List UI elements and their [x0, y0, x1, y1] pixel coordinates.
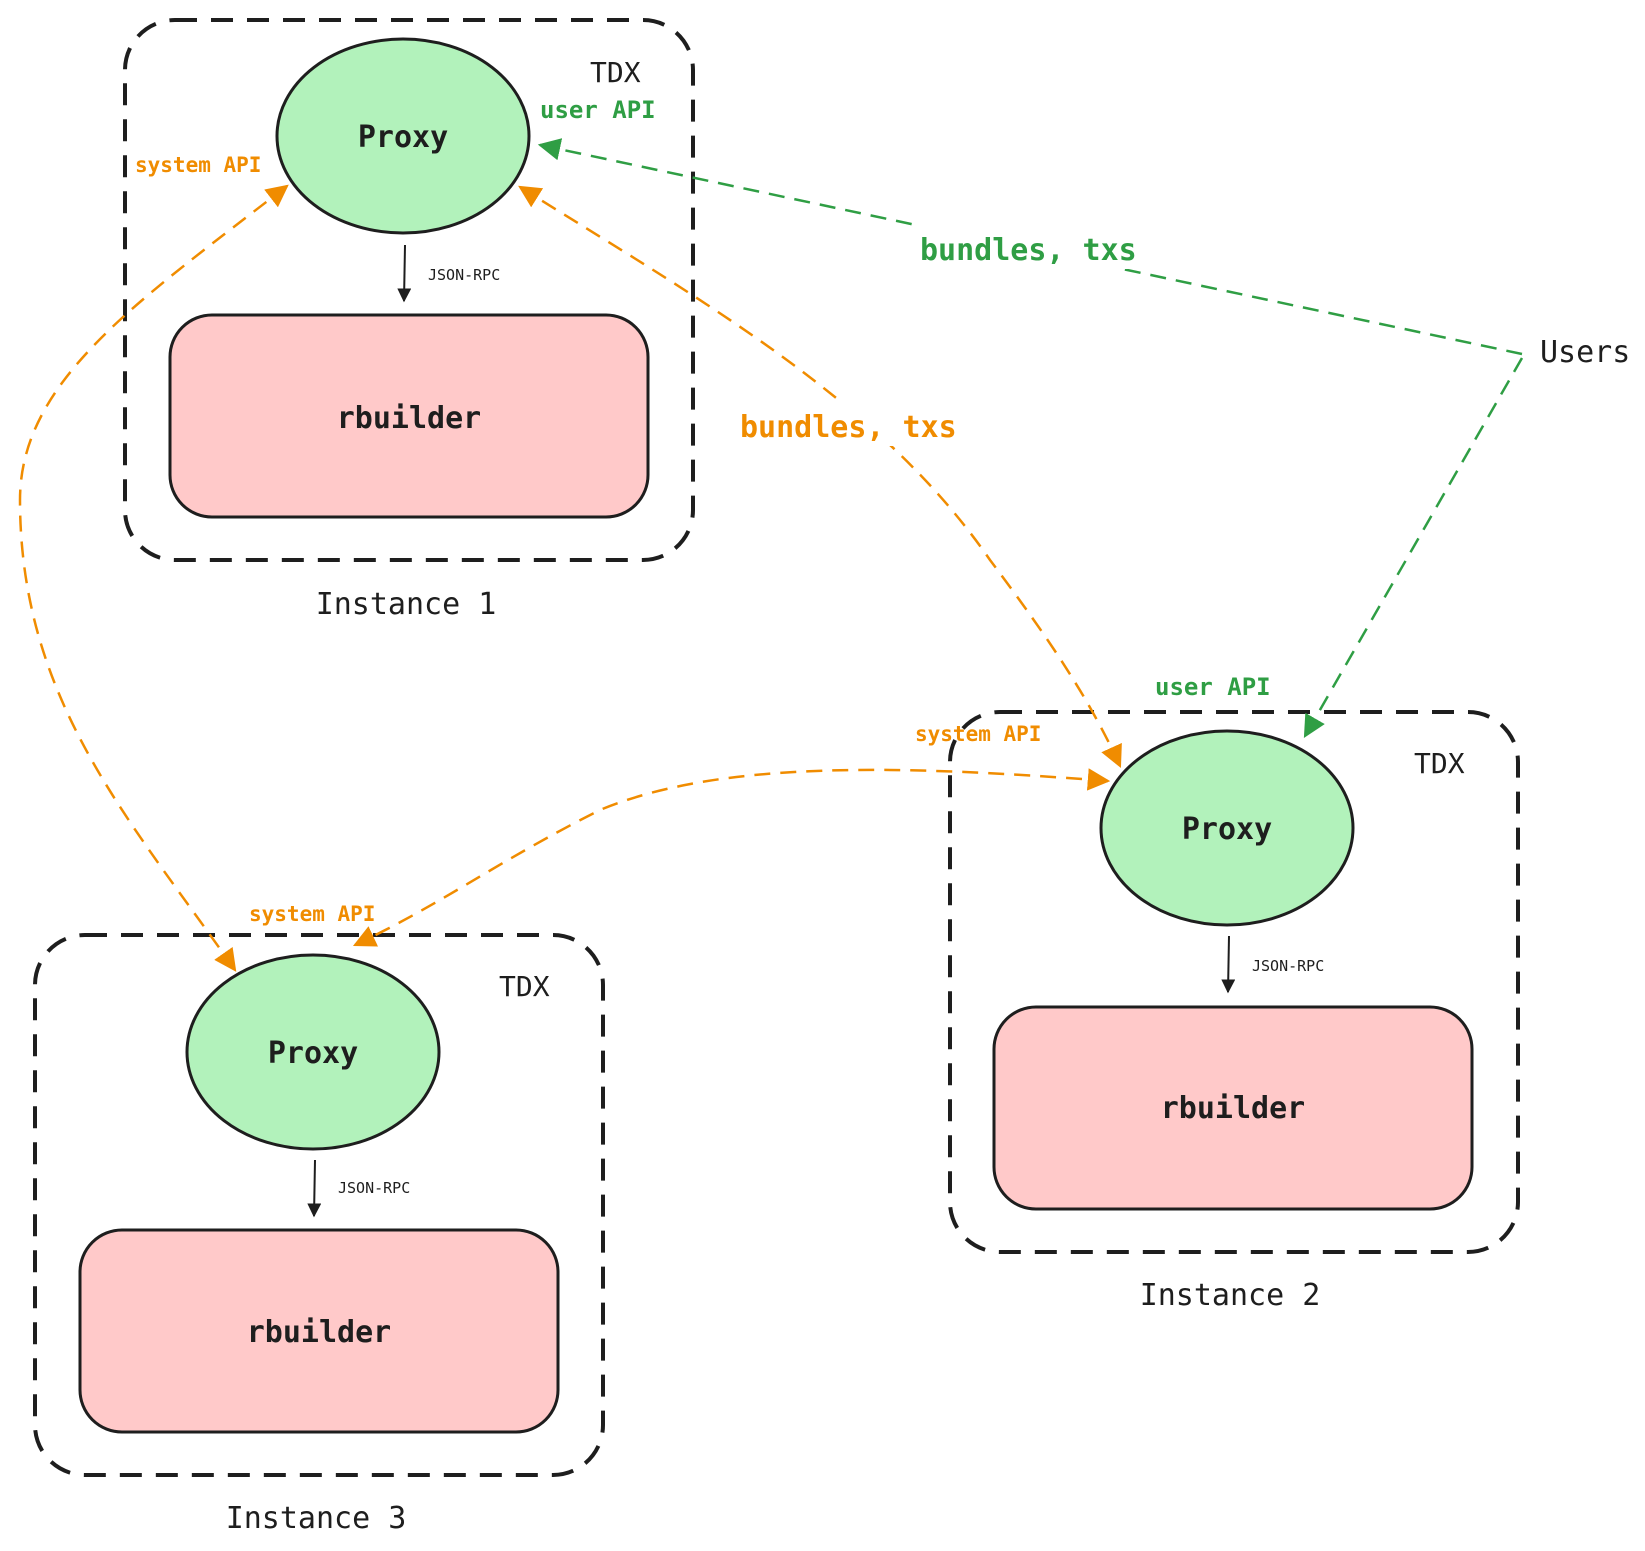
rbuilder-label: rbuilder: [247, 1315, 392, 1350]
json-rpc-label: JSON-RPC: [1252, 957, 1324, 975]
user-api-edges: bundles, txs: [537, 138, 1524, 738]
tdx-boundary: [948, 710, 1520, 1254]
system-api-edges: bundles, txs: [18, 184, 1122, 972]
user-bundles-label: bundles, txs: [920, 233, 1137, 268]
json-rpc-label: JSON-RPC: [428, 266, 500, 284]
rbuilder-node: [992, 1005, 1474, 1211]
json-rpc-arrow: [397, 244, 412, 303]
proxy-label: Proxy: [1182, 812, 1272, 847]
proxy-node: [275, 37, 531, 235]
instance-1: TDX Proxy JSON-RPC rbuilder Instance 1 s…: [123, 18, 695, 622]
rbuilder-label: rbuilder: [337, 401, 482, 436]
instance-label: Instance 2: [1140, 1278, 1321, 1313]
system-bundles-label: bundles, txs: [740, 410, 957, 445]
tdx-label: TDX: [590, 56, 641, 89]
edge-label-bg: [738, 402, 970, 446]
users-label: Users: [1540, 335, 1630, 370]
tdx-label: TDX: [1414, 747, 1465, 780]
instance-2: TDX Proxy JSON-RPC rbuilder Instance 2 s…: [915, 673, 1520, 1313]
system-api-label: system API: [135, 153, 261, 177]
proxy-label: Proxy: [358, 120, 448, 155]
instance-3: TDX Proxy JSON-RPC rbuilder Instance 3 s…: [33, 902, 605, 1536]
json-rpc-arrow: [1221, 935, 1236, 994]
proxy-label: Proxy: [268, 1036, 358, 1071]
proxy-2-proxy-3-arrow: [352, 768, 1111, 947]
tdx-boundary: [33, 933, 605, 1477]
instance-label: Instance 3: [226, 1501, 407, 1536]
rbuilder-label: rbuilder: [1161, 1091, 1306, 1126]
proxy-node: [185, 953, 441, 1151]
instance-label: Instance 1: [316, 587, 497, 622]
json-rpc-arrow: [307, 1159, 322, 1218]
proxy-1-proxy-3-arrow: [18, 184, 289, 972]
system-api-label: system API: [249, 902, 375, 926]
users-to-proxy-2-arrow: [1303, 357, 1524, 738]
tdx-label: TDX: [499, 970, 550, 1003]
rbuilder-node: [78, 1228, 560, 1434]
proxy-1-proxy-2-arrow: [518, 185, 1122, 769]
json-rpc-label: JSON-RPC: [338, 1179, 410, 1197]
user-api-label: user API: [540, 96, 656, 124]
system-api-label: system API: [915, 722, 1041, 746]
user-api-label: user API: [1155, 673, 1271, 701]
